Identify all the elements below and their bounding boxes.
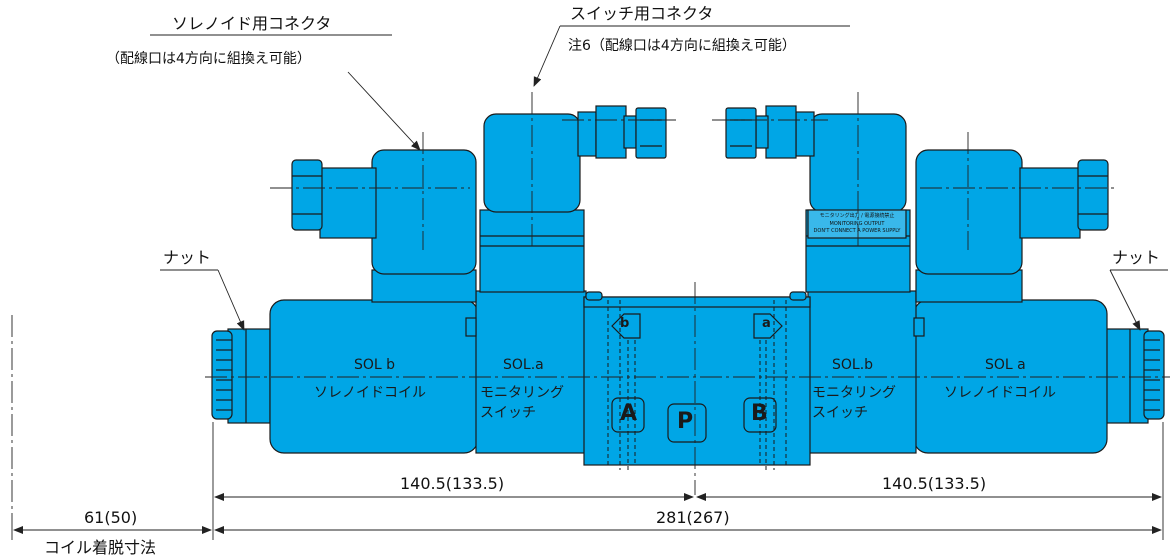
left-switch-line2: スイッチ bbox=[480, 405, 536, 421]
dim-coil-removal: 61(50) bbox=[84, 508, 138, 527]
dim-left-half: 140.5(133.5) bbox=[400, 474, 505, 493]
switch-connector-note: 注6（配線口は4方向に組換え可能） bbox=[568, 38, 796, 54]
center-lines bbox=[11, 92, 1170, 520]
right-switch-title: SOL.b bbox=[832, 357, 874, 373]
solenoid-connector-note: （配線口は4方向に組換え可能） bbox=[106, 51, 311, 67]
port-B-label: B bbox=[751, 401, 768, 426]
nut-right-label: ナット bbox=[1112, 248, 1161, 267]
right-solenoid-connector bbox=[913, 149, 1109, 337]
left-switch-line1: モニタリング bbox=[480, 385, 564, 401]
port-a-symbol: a bbox=[762, 316, 771, 331]
port-b-symbol: b bbox=[620, 316, 630, 331]
right-coil-subtitle: ソレノイドコイル bbox=[944, 385, 1056, 401]
port-symbols bbox=[611, 313, 783, 443]
switch-connector-title: スイッチ用コネクタ bbox=[570, 4, 714, 23]
right-switch-line2: スイッチ bbox=[812, 405, 868, 421]
right-coil-title: SOL a bbox=[985, 357, 1026, 373]
solenoid-connector-title: ソレノイド用コネクタ bbox=[172, 14, 332, 33]
port-A-label: A bbox=[620, 401, 638, 426]
callout-leaders bbox=[150, 25, 1168, 331]
right-switch-line1: モニタリング bbox=[812, 385, 896, 401]
right-nut bbox=[1105, 328, 1165, 424]
plate-line1: モニタリング出力 / 電源接続禁止 bbox=[819, 213, 895, 219]
plate-line2: MONITORING OUTPUT bbox=[829, 221, 885, 227]
left-switch-title: SOL.a bbox=[503, 357, 544, 373]
left-solenoid-connector bbox=[291, 149, 477, 337]
coil-removal-caption: コイル着脱寸法 bbox=[44, 538, 157, 557]
right-switch-connector bbox=[725, 105, 911, 293]
left-switch-connector bbox=[479, 105, 667, 293]
dim-overall: 281(267) bbox=[656, 508, 730, 527]
right-solenoid-coil bbox=[913, 299, 1108, 454]
plate-line3: DON'T CONNECT A POWER SUPPLY bbox=[813, 228, 901, 234]
nut-left-label: ナット bbox=[163, 248, 212, 267]
dim-right-half: 140.5(133.5) bbox=[882, 474, 987, 493]
port-P-label: P bbox=[677, 409, 694, 434]
left-nut bbox=[211, 328, 271, 424]
left-coil-subtitle: ソレノイドコイル bbox=[314, 385, 426, 401]
left-coil-title: SOL b bbox=[354, 357, 396, 373]
dimension-lines bbox=[13, 493, 1162, 534]
left-solenoid-coil bbox=[269, 299, 479, 454]
